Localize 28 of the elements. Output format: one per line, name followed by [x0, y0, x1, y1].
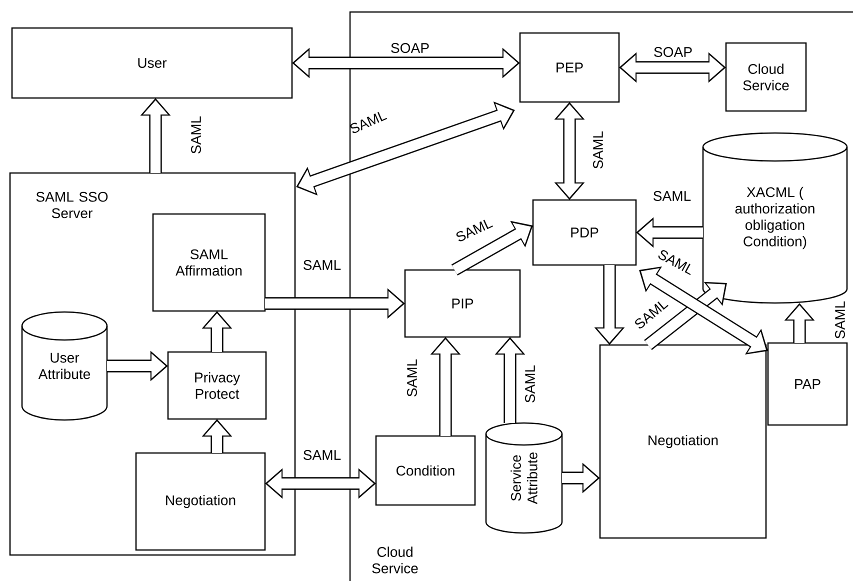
group-label: SAML SSO Server [36, 192, 108, 218]
process-box: SAML Affirmation [152, 213, 266, 312]
edge-label: SOAP [654, 47, 692, 57]
edge-label: SAML [456, 220, 493, 242]
edge-label: SAML [191, 116, 201, 154]
edge-label: SAML [835, 301, 845, 338]
edge-label: SAML [654, 191, 691, 201]
edge-label: SAML [525, 365, 535, 402]
database-cylinder: User Attribute [21, 311, 108, 421]
process-box: Condition [375, 435, 476, 506]
edge-label: SAML [304, 260, 341, 270]
process-box: PDP [532, 199, 637, 266]
edge-label: SOAP [391, 43, 429, 53]
edge-label: SAML [304, 450, 341, 460]
database-cylinder: XACML ( authorization obligation Condition) [702, 132, 848, 304]
process-box: User [11, 27, 293, 99]
edge-label: SAML [593, 131, 603, 168]
region-label: Cloud Service [372, 546, 418, 574]
process-box: Cloud Service [725, 42, 807, 112]
edge-label: SAML [350, 112, 388, 133]
process-box: PAP [767, 342, 848, 426]
process-box: Privacy Protect [167, 351, 267, 420]
database-cylinder: Service Attribute [485, 422, 563, 534]
process-box: PEP [519, 32, 620, 103]
process-box: PIP [404, 269, 521, 338]
edge-label: SAML [407, 359, 417, 396]
process-box: Negotiation [599, 344, 767, 539]
process-box: Negotiation [135, 452, 266, 551]
